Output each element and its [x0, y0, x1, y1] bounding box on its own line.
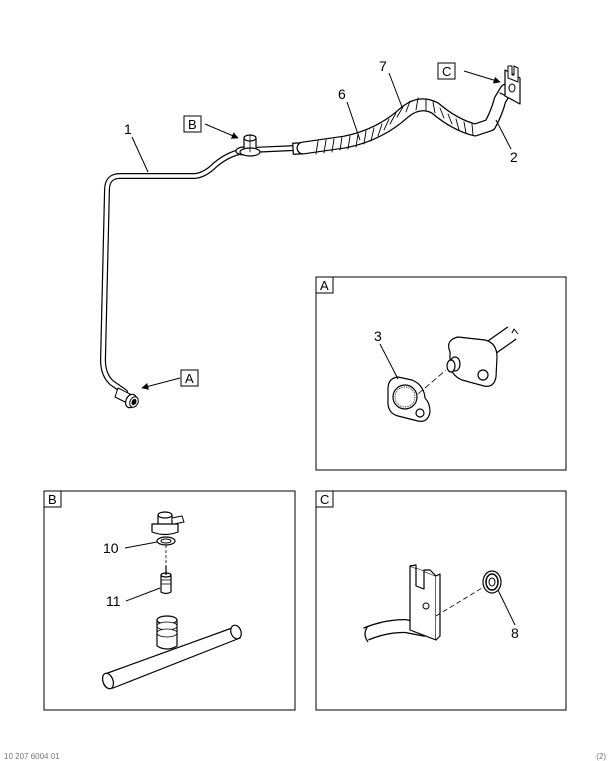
callout-1: 1: [124, 121, 132, 137]
panel-a-letter: A: [320, 278, 329, 293]
callout-6: 6: [338, 86, 346, 102]
label-box-b: B: [183, 115, 202, 133]
bracket-c: [499, 65, 521, 105]
panel-c-letter: C: [320, 492, 329, 507]
spiral-wrap: [315, 97, 474, 155]
detail-panel-b: B: [43, 490, 296, 711]
detail-panel-a: A 3: [315, 276, 567, 471]
callout-2: 2: [510, 149, 518, 165]
label-box-a: A: [180, 369, 199, 387]
detail-panel-c: C 8: [315, 490, 567, 711]
svg-text:C: C: [442, 64, 451, 79]
svg-text:A: A: [185, 371, 194, 386]
callout-7: 7: [379, 58, 387, 74]
callout-3: 3: [374, 328, 382, 344]
label-box-c: C: [437, 62, 456, 80]
svg-text:B: B: [188, 117, 197, 132]
banjo-fitting-b: [235, 134, 261, 157]
leader-lines: [131, 70, 512, 390]
callout-11: 11: [106, 593, 121, 609]
fitting-a: [114, 387, 139, 409]
footer-doc-id: 10 207 6004 01: [4, 752, 60, 761]
footer-page: (2): [596, 752, 606, 761]
callout-10: 10: [103, 540, 119, 556]
callout-8: 8: [511, 625, 519, 641]
panel-b-letter: B: [48, 492, 57, 507]
tube-assembly: [100, 65, 521, 409]
